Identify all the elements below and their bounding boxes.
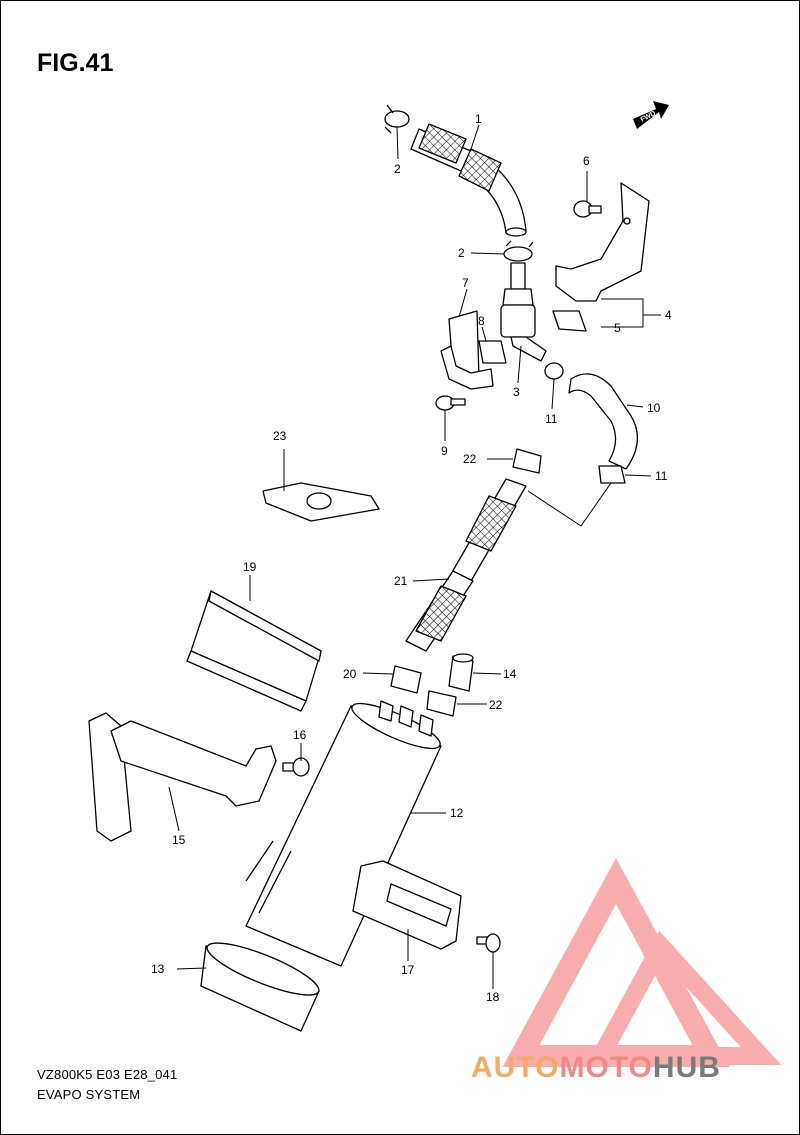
callout-16: 16 (293, 728, 307, 742)
part-7-bracket (440, 310, 494, 390)
part-11-clip-upper (544, 362, 564, 380)
callout-2-upper: 2 (394, 162, 401, 176)
part-6-bolt (573, 200, 602, 218)
callout-18: 18 (486, 990, 500, 1004)
callout-12: 12 (450, 806, 464, 820)
part-4-bracket (555, 182, 650, 302)
callout-17: 17 (401, 963, 415, 977)
callout-13: 13 (151, 962, 165, 976)
part-3-connector (500, 262, 547, 362)
callout-2-lower: 2 (458, 246, 465, 260)
part-15-bracket (88, 712, 277, 842)
part-23-bracket (262, 482, 380, 522)
part-10-hose (568, 373, 638, 470)
watermark-text: AUTOMOTOHUB (471, 1051, 721, 1085)
part-13-cap (200, 942, 320, 1032)
part-20-clip (390, 665, 422, 694)
fwd-label: FWD (640, 110, 657, 124)
callout-21: 21 (394, 574, 408, 588)
part-8-clip (478, 340, 507, 364)
callout-7: 7 (462, 276, 469, 290)
part-2-clamp-lower (503, 240, 534, 262)
callout-20: 20 (343, 667, 357, 681)
callout-11-upper: 11 (545, 412, 558, 426)
part-16-bolt (282, 757, 310, 777)
callout-22-lower: 22 (489, 698, 503, 712)
part-18-screw (476, 933, 501, 953)
part-21-hose (405, 478, 527, 652)
callout-23: 23 (273, 429, 287, 443)
part-17-holder (352, 860, 462, 950)
callout-6: 6 (583, 154, 590, 168)
watermark-logo-icon (502, 857, 782, 1067)
leader-lines (168, 124, 661, 989)
callout-14: 14 (503, 667, 517, 681)
system-title: EVAPO SYSTEM (37, 1087, 141, 1102)
diagram-code: VZ800K5 E03 E28_041 (37, 1067, 178, 1082)
callout-9: 9 (441, 444, 448, 458)
part-22-clip-lower (426, 690, 457, 717)
callout-4: 4 (665, 308, 672, 322)
callout-11-lower: 11 (655, 469, 668, 483)
part-1-hose (410, 123, 527, 237)
callout-22-upper: 22 (463, 452, 477, 466)
watermark-part-2: MOTO (559, 1051, 653, 1084)
part-5-clip (552, 310, 587, 332)
part-14-cap (448, 653, 474, 692)
part-11-clip-lower (598, 465, 626, 484)
fwd-arrow-icon: FWD (633, 101, 669, 129)
callout-1: 1 (475, 112, 482, 126)
callout-8: 8 (478, 314, 485, 328)
part-19-band (186, 590, 322, 712)
callout-5: 5 (614, 321, 621, 335)
part-9-screw (435, 395, 466, 411)
callout-10: 10 (647, 401, 661, 415)
callout-3: 3 (513, 385, 520, 399)
part-22-clip-upper (512, 448, 542, 474)
callout-19: 19 (243, 560, 257, 574)
callout-15: 15 (172, 833, 186, 847)
part-12-canister (245, 700, 442, 967)
watermark-part-3: HUB (652, 1051, 721, 1084)
callout-numbers: 1 2 2 3 4 5 6 7 8 9 10 11 11 12 13 14 15… (151, 112, 672, 1004)
watermark-part-1: AUTO (471, 1051, 560, 1084)
figure-title: FIG.41 (37, 49, 114, 77)
